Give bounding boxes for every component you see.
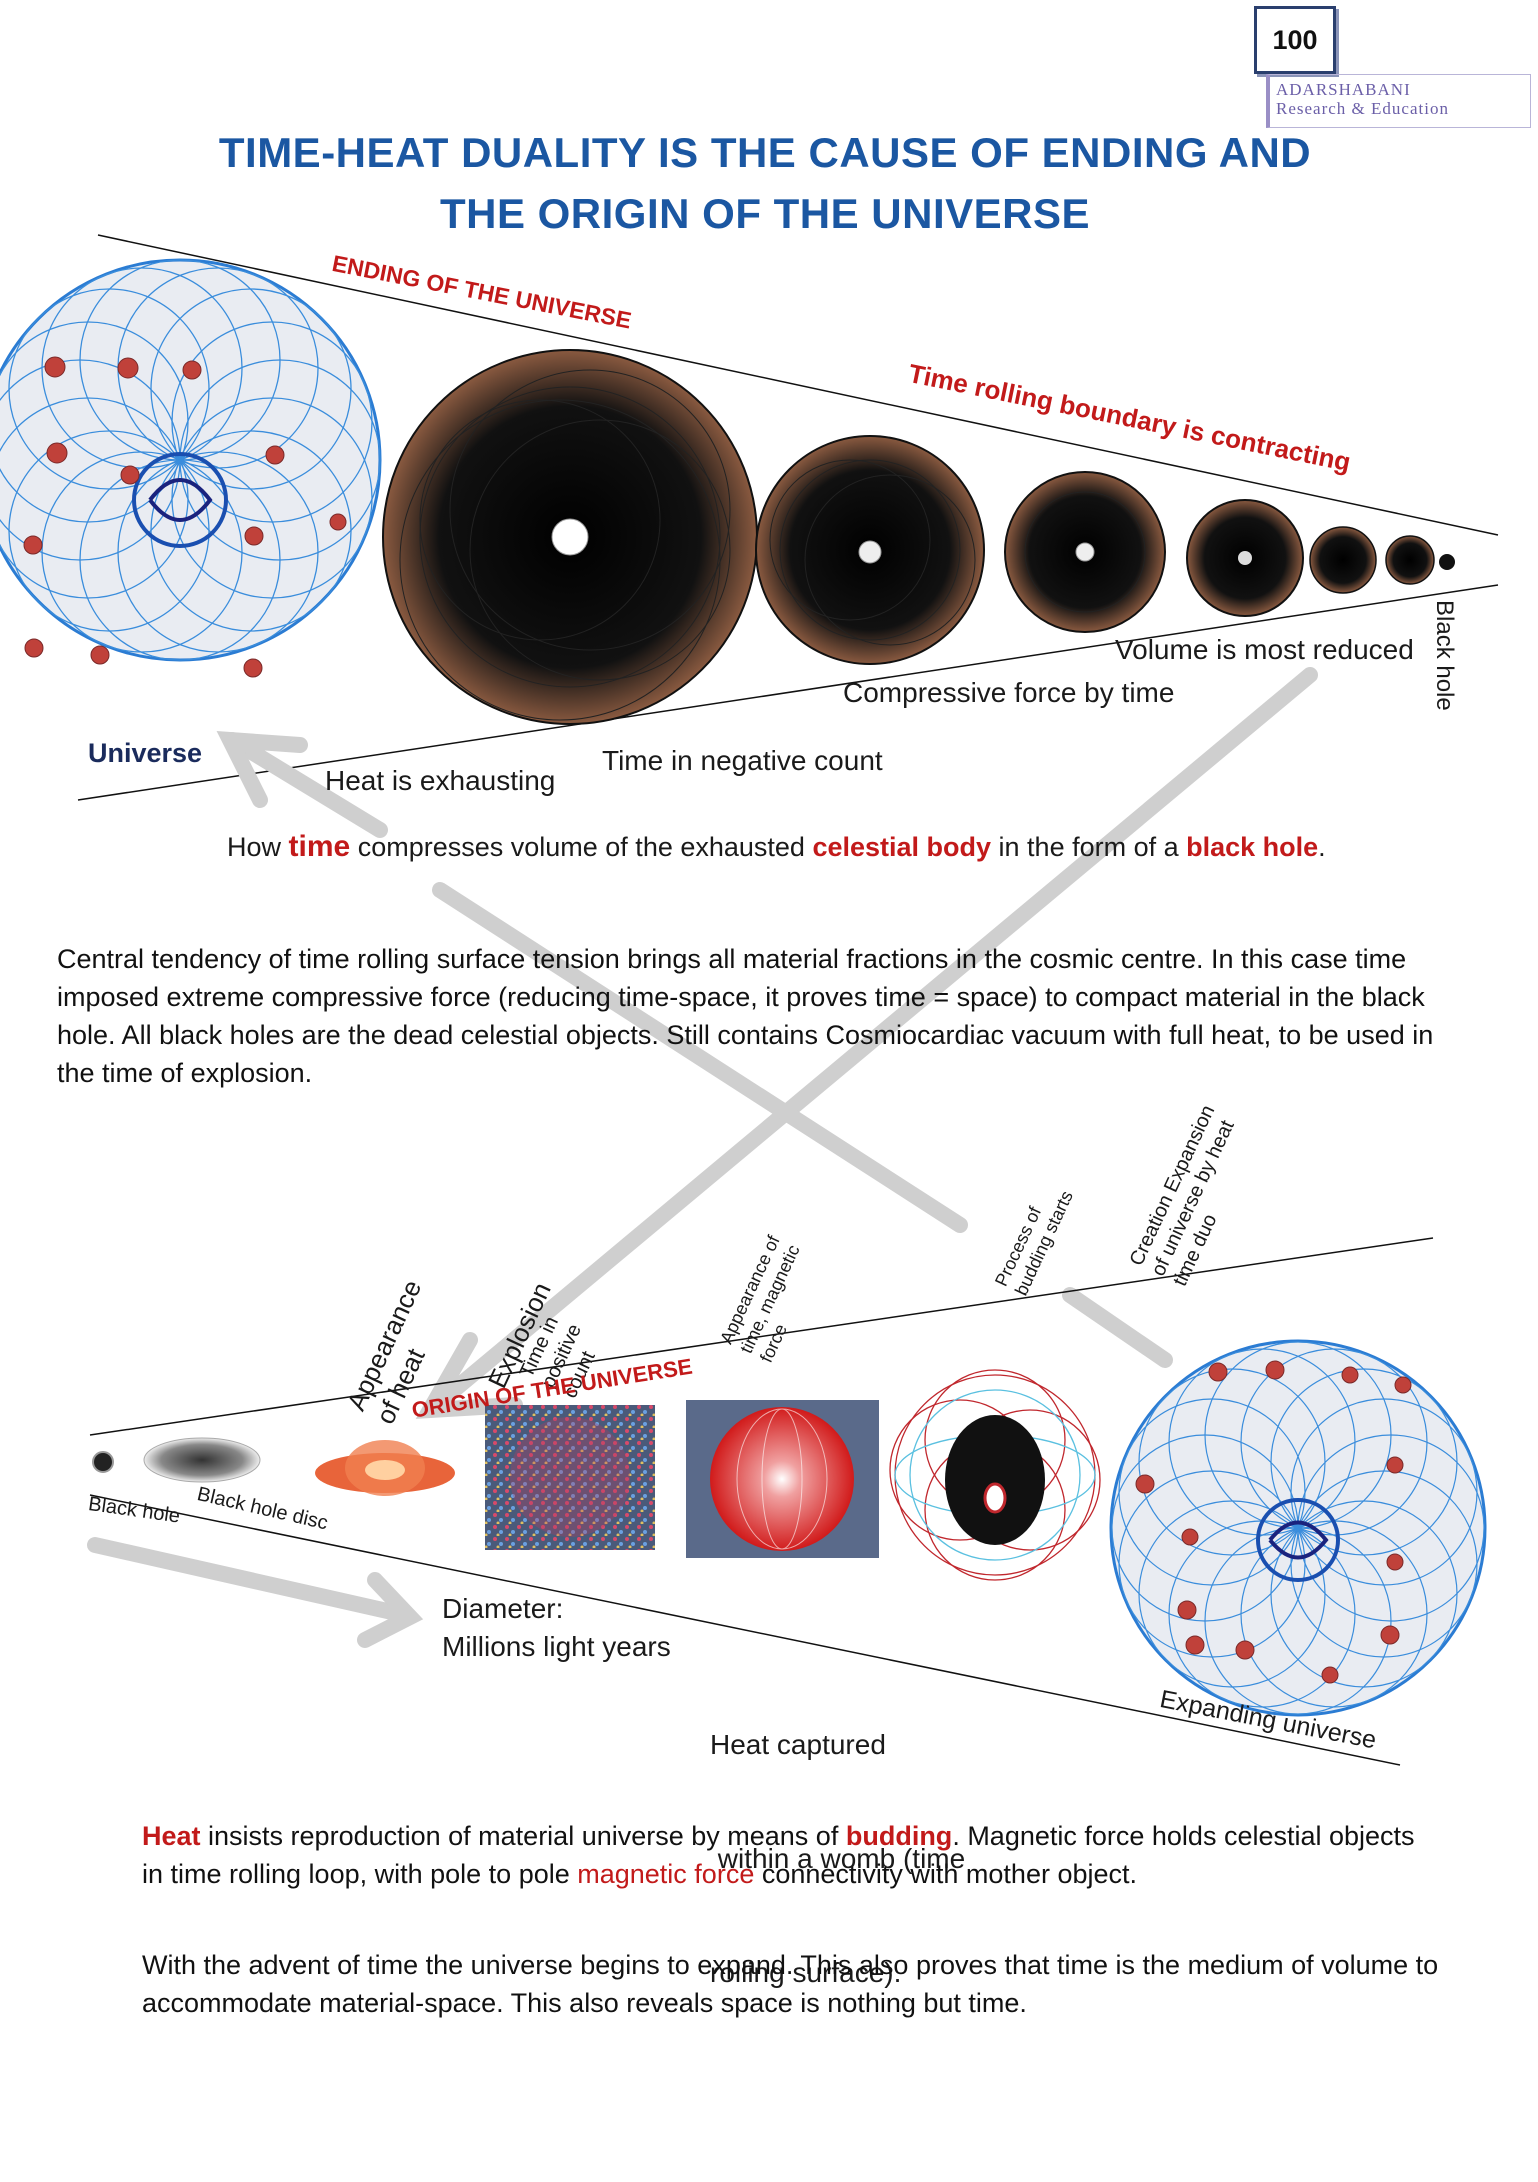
heat-appearance-image (485, 1405, 655, 1550)
black-hole-disc-image (144, 1438, 260, 1482)
collapsing-stage-2 (756, 436, 984, 664)
black-hole-origin (93, 1452, 113, 1472)
title-line-2: THE ORIGIN OF THE UNIVERSE (140, 183, 1390, 244)
black-hole-label-top: Black hole (1430, 600, 1458, 711)
universe-sphere-bottom (1111, 1341, 1485, 1715)
paragraph-central-tendency: Central tendency of time rolling surface… (57, 940, 1477, 1092)
collapsing-stage-4 (1187, 500, 1303, 616)
time-negative-label: Time in negative count (602, 745, 883, 777)
page-title: TIME-HEAT DUALITY IS THE CAUSE OF ENDING… (140, 122, 1390, 244)
heat-exhausting-label: Heat is exhausting (325, 765, 555, 797)
ending-caption: How time compresses volume of the exhaus… (227, 830, 1326, 864)
heat-keyword: Heat (142, 1821, 201, 1851)
collapsing-stage-6 (1386, 536, 1434, 584)
logo-line-2: Research & Education (1276, 99, 1449, 119)
collapsing-stage-1 (383, 350, 757, 724)
paragraph-advent-of-time: With the advent of time the universe beg… (142, 1946, 1442, 2022)
collapsing-stage-3 (1005, 472, 1165, 632)
budding-keyword: budding (846, 1821, 952, 1851)
black-hole-dot-top (1439, 554, 1455, 570)
explosion-image (315, 1440, 455, 1496)
magnetic-field-image (686, 1400, 879, 1558)
universe-sphere-top (0, 260, 380, 677)
budding-image (890, 1370, 1100, 1580)
collapsing-stage-5 (1310, 527, 1376, 593)
title-line-1: TIME-HEAT DUALITY IS THE CAUSE OF ENDING… (140, 122, 1390, 183)
diameter-label: Diameter: Millions light years (442, 1590, 671, 1666)
caption-celestial-body: celestial body (812, 832, 991, 862)
volume-reduced-label: Volume is most reduced (1115, 634, 1414, 666)
page-number: 100 (1254, 6, 1336, 74)
compressive-force-label: Compressive force by time (843, 677, 1174, 709)
caption-time: time (289, 830, 351, 863)
caption-black-hole: black hole (1186, 832, 1318, 862)
paragraph-heat-budding: Heat insists reproduction of material un… (142, 1817, 1442, 1893)
magnetic-force-keyword: magnetic force (577, 1859, 754, 1889)
universe-label: Universe (88, 738, 202, 769)
logo-line-1: ADARSHABANI (1276, 80, 1411, 100)
